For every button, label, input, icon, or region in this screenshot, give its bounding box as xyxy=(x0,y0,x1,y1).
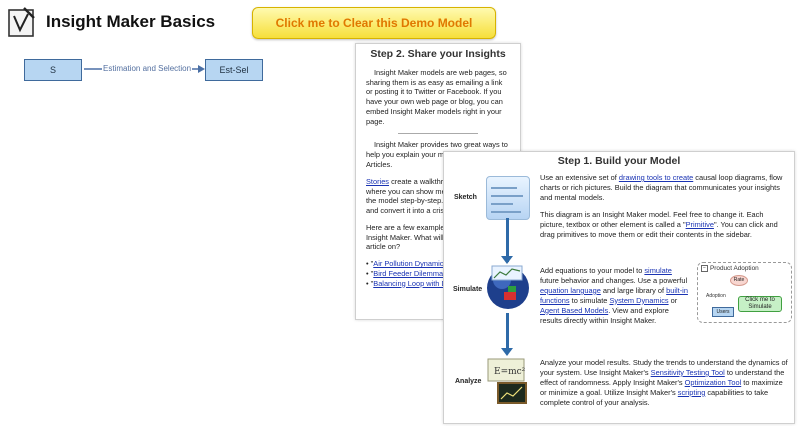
step1-paragraph: Use an extensive set of drawing tools to… xyxy=(540,173,784,203)
step1-paragraph: This diagram is an Insight Maker model. … xyxy=(540,210,788,240)
collapse-icon[interactable]: − xyxy=(701,265,708,272)
simulate-label: Simulate xyxy=(453,286,483,293)
step1-text: to maximize or minimize a goal. Utilize … xyxy=(540,377,783,397)
flow-label[interactable]: Estimation and Selection xyxy=(102,64,193,73)
step1-text: Add equations to your model to xyxy=(540,266,645,275)
built-in-functions-link[interactable]: built-in functions xyxy=(540,285,688,305)
step1-text: Use an extensive set of xyxy=(540,173,619,182)
step2-title: Step 2. Share your Insights xyxy=(370,48,506,60)
step2-paragraph: Here are a few example articles made wit… xyxy=(366,222,506,252)
step1-text: capabilities to take complete control of… xyxy=(540,387,769,407)
rate-variable[interactable]: Rate xyxy=(730,275,748,286)
step1-text: . View and explore results directly with… xyxy=(540,305,669,325)
step1-text: causal loop diagrams, flow charts or ric… xyxy=(540,173,783,202)
step1-text: or xyxy=(668,295,678,305)
stock-s[interactable]: S xyxy=(24,59,82,81)
stories-link[interactable]: Stories xyxy=(366,176,390,186)
analyze-chalkboard-icon: E=mc² xyxy=(486,357,530,405)
step1-text: future behavior and changes. Use a power… xyxy=(540,275,688,285)
simulate-link[interactable]: simulate xyxy=(644,266,672,275)
analyze-label: Analyze xyxy=(455,378,482,385)
arrow-down-icon xyxy=(506,218,509,262)
step1-text: and large library of xyxy=(600,285,667,295)
sketch-label: Sketch xyxy=(454,194,477,201)
adoption-flow[interactable]: Adoption xyxy=(706,293,726,299)
step2-paragraph: Insight Maker provides two great ways to… xyxy=(366,140,508,169)
demo-title: Product Adoption xyxy=(710,265,759,272)
step1-title: Step 1. Build your Model xyxy=(557,155,681,167)
primitive-link[interactable]: Primitive xyxy=(685,219,714,229)
arrow-down-icon xyxy=(506,313,509,353)
insight-maker-logo-icon xyxy=(6,6,38,38)
step1-text: to understand the effect of randomness. … xyxy=(540,367,785,387)
arrow-head-icon xyxy=(501,348,513,356)
divider xyxy=(398,133,478,135)
svg-text:E=mc²: E=mc² xyxy=(494,367,526,377)
sensitivity-testing-link[interactable]: Sensitivity Testing Tool xyxy=(650,367,725,377)
agent-based-models-link[interactable]: Agent Based Models xyxy=(540,305,609,315)
simulate-button[interactable]: Click me to Simulate xyxy=(738,296,782,312)
step1-text: This diagram is an Insight Maker model. … xyxy=(540,210,764,229)
step1-text: to simulate xyxy=(569,295,610,305)
step1-text: Analyze your model results. Study the tr… xyxy=(540,358,788,377)
arrow-head-icon xyxy=(501,256,513,264)
article-link[interactable]: Bird Feeder Dilemma xyxy=(373,268,444,278)
step2-paragraph: Insight Maker models are web pages, so s… xyxy=(366,67,507,126)
sketch-image-icon xyxy=(486,176,530,220)
article-link[interactable]: Balancing Loop with Delay xyxy=(373,278,461,288)
optimization-tool-link[interactable]: Optimization Tool xyxy=(684,377,742,387)
system-dynamics-link[interactable]: System Dynamics xyxy=(609,295,669,305)
step1-text: ". You can click and drag primitives to … xyxy=(540,219,778,239)
equation-language-link[interactable]: equation language xyxy=(540,285,601,295)
step1-paragraph: Analyze your model results. Study the tr… xyxy=(540,358,790,408)
product-adoption-demo[interactable]: − Product Adoption Rate Adoption Users C… xyxy=(697,262,792,323)
page-title: Insight Maker Basics xyxy=(46,12,216,31)
simulate-globe-icon xyxy=(486,262,530,312)
scripting-link[interactable]: scripting xyxy=(677,387,706,397)
stock-est-sel[interactable]: Est-Sel xyxy=(205,59,263,81)
step1-paragraph: Add equations to your model to simulate … xyxy=(540,266,692,326)
users-stock[interactable]: Users xyxy=(712,307,734,317)
drawing-tools-link[interactable]: drawing tools to create xyxy=(618,173,694,182)
article-link[interactable]: Air Pollution Dynamics xyxy=(373,259,448,269)
clear-demo-model-button[interactable]: Click me to Clear this Demo Model xyxy=(252,7,496,39)
